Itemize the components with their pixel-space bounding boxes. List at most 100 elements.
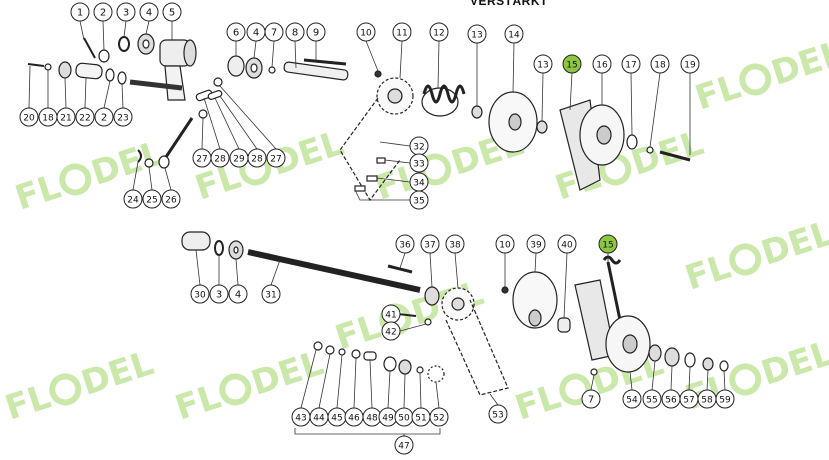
- callout-9: 9: [306, 22, 326, 42]
- callout-number: 19: [684, 61, 696, 71]
- callout-47: 47: [394, 435, 414, 455]
- lower-assembly-parts: [181, 231, 729, 396]
- diagram-header-text: VERSTÄRKT: [470, 0, 548, 8]
- callout-circle: [228, 284, 248, 304]
- key-part-36: [387, 264, 413, 274]
- gear-icon: [59, 163, 92, 196]
- callout-number: 47: [398, 442, 409, 452]
- callout-23: 23: [113, 107, 133, 127]
- callout-circle: [526, 234, 546, 254]
- callout-22: 22: [75, 107, 95, 127]
- callout-32: 32: [409, 136, 429, 156]
- bushing-part-40: [557, 317, 571, 333]
- callout-number: 28: [214, 155, 226, 165]
- callout-number: 5: [169, 8, 175, 19]
- callout-number: 43: [295, 414, 306, 424]
- callout-number: 56: [665, 396, 677, 406]
- callout-circle: [161, 189, 181, 209]
- callout-number: 57: [683, 396, 694, 406]
- callout-number: 28: [251, 155, 263, 165]
- bearing-part-21: [58, 61, 72, 79]
- callout-circle: [394, 435, 414, 455]
- callout-7: 7: [581, 389, 601, 409]
- callout-circle: [226, 22, 246, 42]
- callout-circle: [113, 107, 133, 127]
- callout-number: 6: [233, 28, 239, 39]
- callout-number: 41: [385, 311, 396, 321]
- callout-number: 44: [313, 414, 325, 424]
- callout-number: 27: [270, 155, 281, 165]
- callout-circle: [409, 153, 429, 173]
- callout-10: 10: [495, 234, 515, 254]
- callout-circle: [429, 407, 449, 427]
- callout-13: 13: [467, 24, 487, 44]
- rod-eye-part-26: [158, 155, 170, 169]
- callout-number: 35: [413, 197, 424, 207]
- callout-1: 1: [70, 2, 90, 22]
- watermark-text-left: FL: [680, 247, 735, 299]
- callout-34: 34: [409, 172, 429, 192]
- upper-assembly-parts: [27, 33, 691, 202]
- callout-circle: [495, 234, 515, 254]
- callout-circle: [190, 284, 210, 304]
- pin-part-1: [83, 37, 96, 59]
- callout-27: 27: [266, 148, 286, 168]
- callout-6: 6: [226, 22, 246, 42]
- callout-36: 36: [395, 234, 415, 254]
- gear-icon: [49, 373, 82, 406]
- bearing-part-37: [424, 286, 440, 306]
- gear-icon: [729, 363, 762, 396]
- callout-31: 31: [261, 284, 281, 304]
- callout-49: 49: [378, 407, 398, 427]
- nut-part-58: [702, 357, 714, 371]
- callout-29: 29: [229, 148, 249, 168]
- callout-30: 30: [190, 284, 210, 304]
- callout-circle: [445, 234, 465, 254]
- callout-circle: [642, 389, 662, 409]
- washer-part-46: [351, 349, 361, 359]
- callout-19: 19: [680, 54, 700, 74]
- callout-18: 18: [38, 107, 58, 127]
- callout-number: 3: [123, 8, 129, 19]
- washer-part-2b: [105, 68, 115, 82]
- callout-number: 13: [537, 61, 548, 71]
- sprocket-part-38: [441, 287, 475, 321]
- nut-part-27: [213, 77, 223, 87]
- callout-8: 8: [285, 22, 305, 42]
- watermark-text-right: DEL: [757, 213, 829, 274]
- callout-circle: [562, 54, 582, 74]
- callout-circle: [381, 321, 401, 341]
- callout-10: 10: [356, 22, 376, 42]
- shaft-part-31: [247, 249, 421, 293]
- callout-51: 51: [411, 407, 431, 427]
- callout-circle: [467, 24, 487, 44]
- nut-part-13b: [536, 120, 548, 134]
- callout-circle: [209, 284, 229, 304]
- bearing-part-4c: [245, 57, 263, 79]
- ring-part-3: [118, 36, 130, 52]
- bearing-part-55: [648, 344, 662, 362]
- callout-number: 40: [561, 241, 573, 251]
- callout-number: 46: [348, 414, 360, 424]
- callout-circle: [504, 24, 524, 44]
- callout-24: 24: [123, 189, 143, 209]
- watermark-text-left: FL: [690, 67, 745, 119]
- callout-number: 8: [292, 28, 298, 39]
- callout-circle: [93, 2, 113, 22]
- callout-circle: [650, 54, 670, 74]
- callout-number: 24: [127, 196, 139, 206]
- pulley-half-part-14: [488, 91, 538, 153]
- sprocket-part-11: [376, 77, 414, 115]
- ring-part-3b: [214, 240, 224, 256]
- callout-number: 29: [233, 155, 245, 165]
- watermark-text-left: FL: [10, 167, 65, 219]
- callout-number: 27: [196, 155, 207, 165]
- callout-3: 3: [209, 284, 229, 304]
- nut-part-59: [719, 360, 729, 372]
- gear-icon: [559, 373, 592, 406]
- callout-circle: [56, 107, 76, 127]
- callout-number: 20: [23, 114, 35, 124]
- callout-3: 3: [116, 2, 136, 22]
